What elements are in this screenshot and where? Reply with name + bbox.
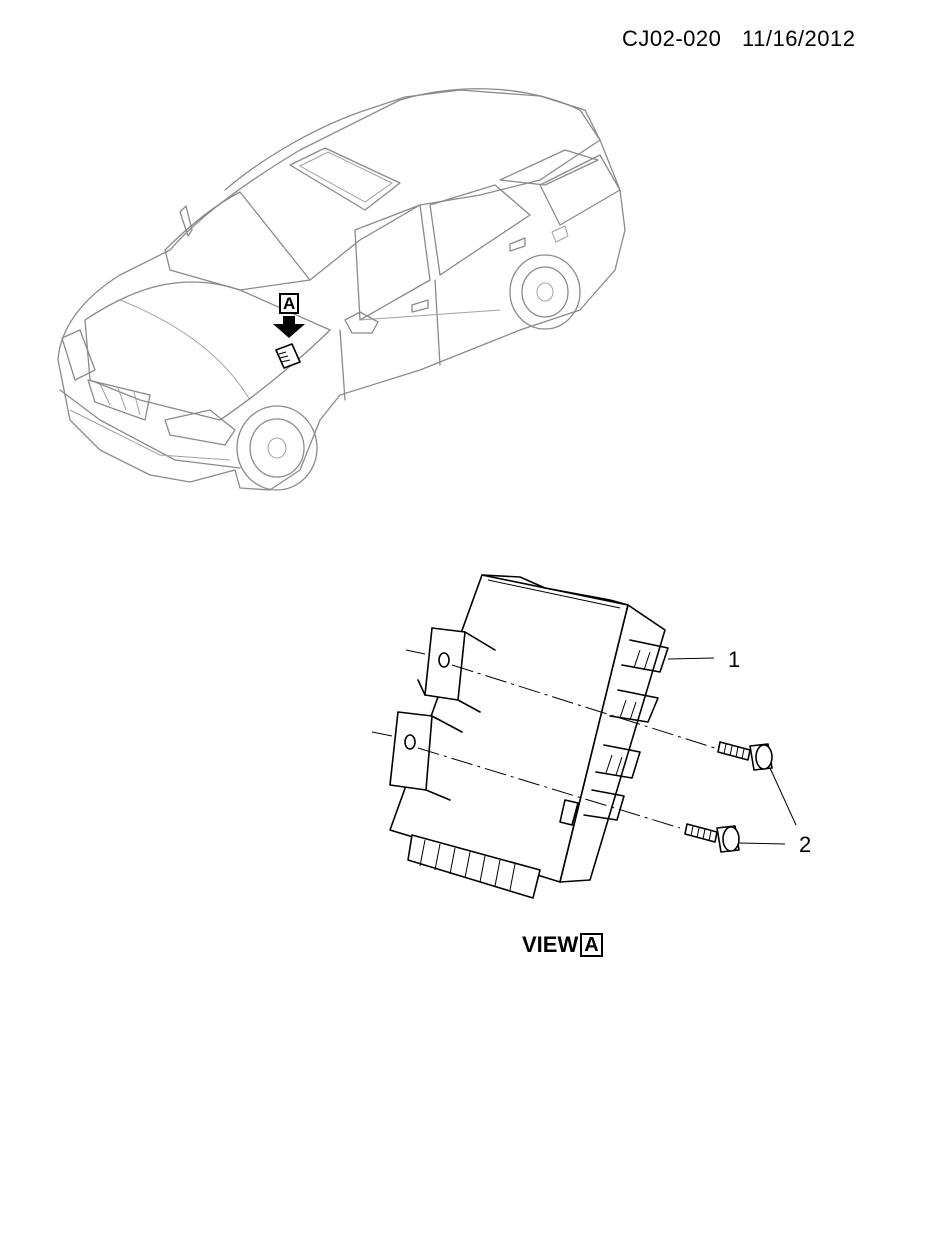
view-label-text: VIEW — [522, 932, 579, 957]
module-location-marker — [273, 316, 305, 369]
mounting-centerlines — [371, 649, 716, 829]
control-module — [389, 574, 669, 899]
car-illustration — [57, 88, 626, 491]
bolt-upper — [717, 741, 773, 771]
view-label-boxed-letter: A — [580, 933, 603, 957]
diagram-header: CJ02-020 11/16/2012 — [622, 26, 856, 52]
down-arrow-icon — [273, 316, 305, 338]
diagram-code: CJ02-020 — [622, 26, 722, 51]
diagram-date: 11/16/2012 — [742, 26, 856, 51]
leader-lines — [667, 657, 797, 845]
view-a-marker: A — [279, 293, 300, 314]
bolt-lower — [684, 823, 740, 853]
callout-2: 2 — [799, 832, 811, 857]
callout-1: 1 — [728, 647, 740, 672]
